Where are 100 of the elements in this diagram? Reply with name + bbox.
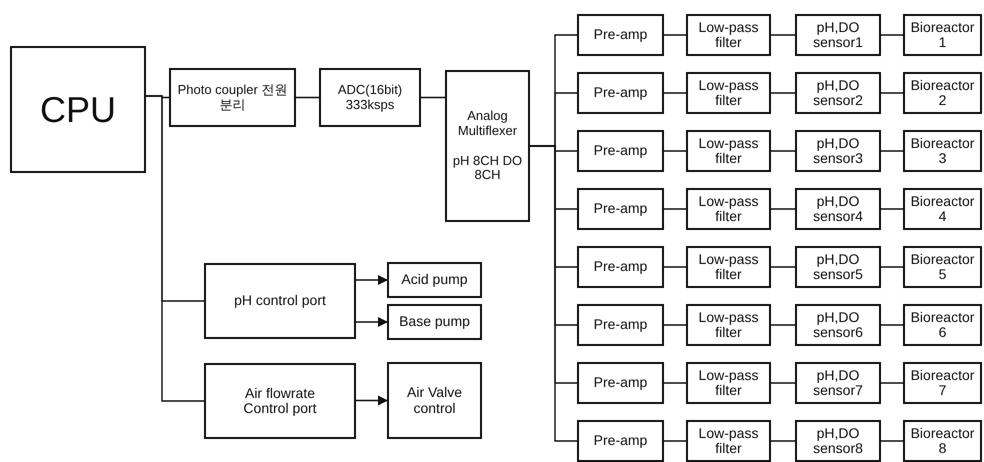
box-label: CPU bbox=[40, 90, 116, 130]
connector-line bbox=[664, 324, 686, 326]
process-box bbox=[903, 72, 982, 114]
process-box bbox=[577, 304, 664, 346]
connector-line bbox=[771, 324, 795, 326]
process-box bbox=[204, 263, 356, 339]
box-label: Low-pass filter bbox=[698, 194, 760, 224]
box-label: Bioreactor 4 bbox=[910, 194, 976, 224]
arrow bbox=[356, 396, 388, 406]
arrow bbox=[356, 317, 388, 327]
box-label: pH,DO sensor1 bbox=[812, 20, 864, 50]
connector-line bbox=[664, 92, 686, 94]
box-label: Air flowrate Control port bbox=[242, 386, 318, 416]
box-label: pH control port bbox=[234, 293, 326, 309]
box-label: ADC(16bit) 333ksps bbox=[336, 83, 404, 112]
box-label: Pre-amp bbox=[594, 259, 648, 275]
connector-line bbox=[881, 324, 903, 326]
connector-line bbox=[664, 150, 686, 152]
box-label: Low-pass filter bbox=[698, 20, 760, 50]
process-box bbox=[903, 362, 982, 404]
box-label: Photo coupler 전원분리 bbox=[178, 83, 288, 112]
box-label: Analog Multiflexer bbox=[456, 109, 518, 138]
box-label: pH,DO sensor6 bbox=[812, 310, 864, 340]
connector-line bbox=[771, 92, 795, 94]
process-box bbox=[795, 362, 881, 404]
connector-line bbox=[881, 150, 903, 152]
box-label: pH 8CH DO 8CH bbox=[452, 154, 524, 183]
process-box bbox=[903, 130, 982, 172]
box-label: Bioreactor 3 bbox=[910, 136, 976, 166]
box-label: pH,DO sensor7 bbox=[812, 368, 864, 398]
box-label: Low-pass filter bbox=[698, 78, 760, 108]
process-box bbox=[577, 72, 664, 114]
process-box bbox=[795, 72, 881, 114]
box-label: Air Valve control bbox=[406, 385, 463, 416]
connector-line bbox=[881, 34, 903, 36]
process-box bbox=[795, 188, 881, 230]
box-label: Bioreactor 7 bbox=[910, 368, 976, 398]
box-label: Low-pass filter bbox=[698, 310, 760, 340]
process-box bbox=[387, 362, 482, 439]
box-label: Low-pass filter bbox=[698, 252, 760, 282]
connector-line bbox=[881, 266, 903, 268]
process-box bbox=[319, 68, 421, 127]
connector-line bbox=[881, 382, 903, 384]
process-box bbox=[903, 246, 982, 288]
process-box bbox=[686, 362, 771, 404]
connector-line bbox=[664, 34, 686, 36]
box-label: Pre-amp bbox=[594, 27, 648, 43]
connector-line bbox=[771, 150, 795, 152]
process-box bbox=[686, 72, 771, 114]
process-box bbox=[577, 246, 664, 288]
process-box bbox=[445, 70, 530, 222]
connector-line bbox=[771, 34, 795, 36]
box-label: pH,DO sensor4 bbox=[812, 194, 864, 224]
cpu-box bbox=[10, 46, 146, 173]
process-box bbox=[686, 14, 771, 56]
connector-line bbox=[664, 208, 686, 210]
process-box bbox=[903, 14, 982, 56]
process-box bbox=[387, 262, 482, 298]
process-box bbox=[903, 304, 982, 346]
connector-line bbox=[881, 440, 903, 442]
box-label: Acid pump bbox=[401, 272, 468, 288]
process-box bbox=[169, 68, 296, 127]
process-box bbox=[795, 246, 881, 288]
connector-line bbox=[881, 208, 903, 210]
connector-line bbox=[881, 92, 903, 94]
box-label: Low-pass filter bbox=[698, 136, 760, 166]
connector-line bbox=[771, 382, 795, 384]
process-box bbox=[577, 362, 664, 404]
box-label: Pre-amp bbox=[594, 143, 648, 159]
box-label: pH,DO sensor2 bbox=[812, 78, 864, 108]
box-label: Bioreactor 8 bbox=[910, 426, 976, 456]
box-label: pH,DO sensor5 bbox=[812, 252, 864, 282]
arrow bbox=[356, 275, 388, 285]
process-box bbox=[577, 188, 664, 230]
connector-line bbox=[296, 96, 319, 98]
process-box bbox=[577, 130, 664, 172]
box-label: Pre-amp bbox=[594, 317, 648, 333]
process-box bbox=[686, 420, 771, 462]
box-label: Bioreactor 5 bbox=[910, 252, 976, 282]
process-box bbox=[795, 14, 881, 56]
process-box bbox=[387, 304, 482, 340]
process-box bbox=[795, 130, 881, 172]
box-label: pH,DO sensor3 bbox=[812, 136, 864, 166]
box-label: Pre-amp bbox=[594, 85, 648, 101]
process-box bbox=[903, 420, 982, 462]
connector-line bbox=[664, 440, 686, 442]
process-box bbox=[577, 420, 664, 462]
process-box bbox=[204, 363, 356, 439]
connector-line bbox=[771, 440, 795, 442]
box-label: Pre-amp bbox=[594, 201, 648, 217]
box-label: Low-pass filter bbox=[698, 368, 760, 398]
connector-line bbox=[771, 208, 795, 210]
box-label: Bioreactor 2 bbox=[910, 78, 976, 108]
box-label: Bioreactor 1 bbox=[910, 20, 976, 50]
process-box bbox=[686, 246, 771, 288]
process-box bbox=[686, 188, 771, 230]
process-box bbox=[686, 304, 771, 346]
connector-line bbox=[664, 382, 686, 384]
box-label: Bioreactor 6 bbox=[910, 310, 976, 340]
process-box bbox=[795, 304, 881, 346]
